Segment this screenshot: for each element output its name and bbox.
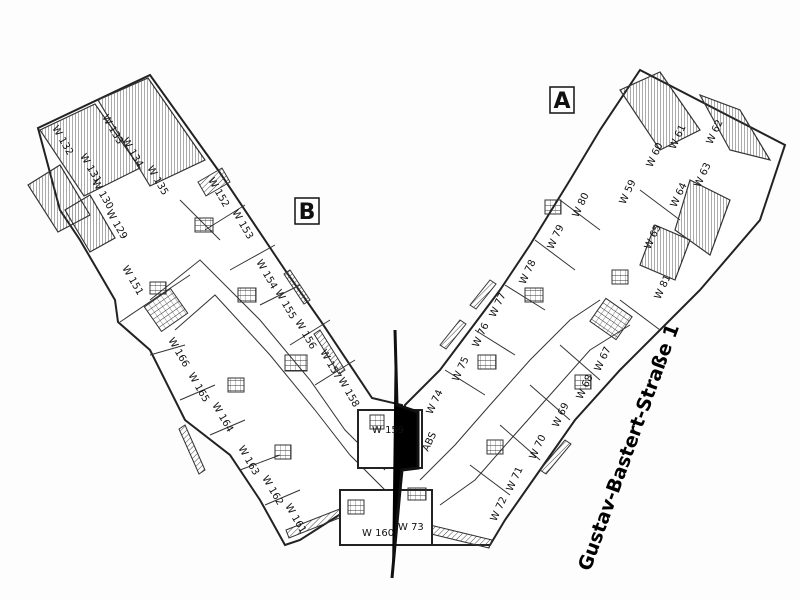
- unit-label: W 73: [398, 522, 424, 533]
- wing-b: [27, 73, 404, 547]
- block-a-text: A: [553, 89, 570, 114]
- boundary-line: [390, 329, 420, 579]
- block-label-a: A: [549, 86, 575, 114]
- unit-label: W 159: [372, 425, 404, 436]
- block-label-b: B: [294, 197, 320, 225]
- wing-a: [398, 68, 787, 549]
- unit-label: W 160: [362, 528, 394, 539]
- block-b-text: B: [299, 200, 316, 225]
